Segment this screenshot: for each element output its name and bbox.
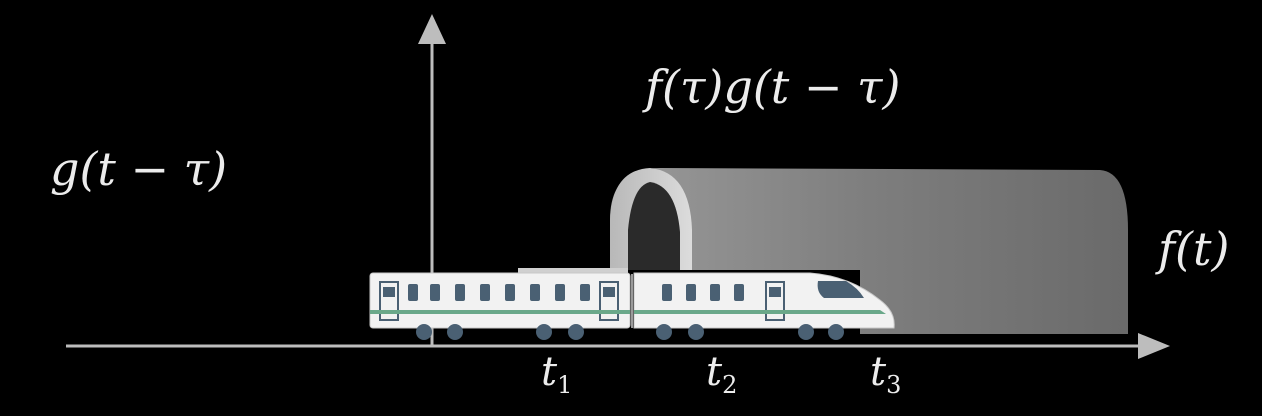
product-label: f(τ)g(t − τ) xyxy=(645,60,901,114)
tick-label-t2: t2 xyxy=(706,349,738,399)
train-wheels xyxy=(416,324,844,340)
door xyxy=(379,281,399,321)
horizontal-axis xyxy=(66,333,1170,359)
tunnel-shape xyxy=(610,168,1128,334)
front-car-windows xyxy=(662,284,744,301)
door xyxy=(765,281,785,321)
cab-window xyxy=(817,281,864,298)
g-shifted-label: g(t − τ) xyxy=(50,142,228,196)
rear-car-windows xyxy=(408,284,590,301)
train-stripe xyxy=(370,310,630,314)
train xyxy=(369,268,895,340)
door xyxy=(599,281,619,321)
tick-label-t3: t3 xyxy=(870,349,902,399)
vertical-axis-arrowhead xyxy=(418,14,446,44)
tick-label-t1: t1 xyxy=(541,349,573,399)
front-car xyxy=(633,272,895,329)
horizontal-axis-arrowhead xyxy=(1138,333,1170,359)
tunnel-opening xyxy=(628,182,680,270)
f-of-t-label: f(t) xyxy=(1158,222,1230,276)
